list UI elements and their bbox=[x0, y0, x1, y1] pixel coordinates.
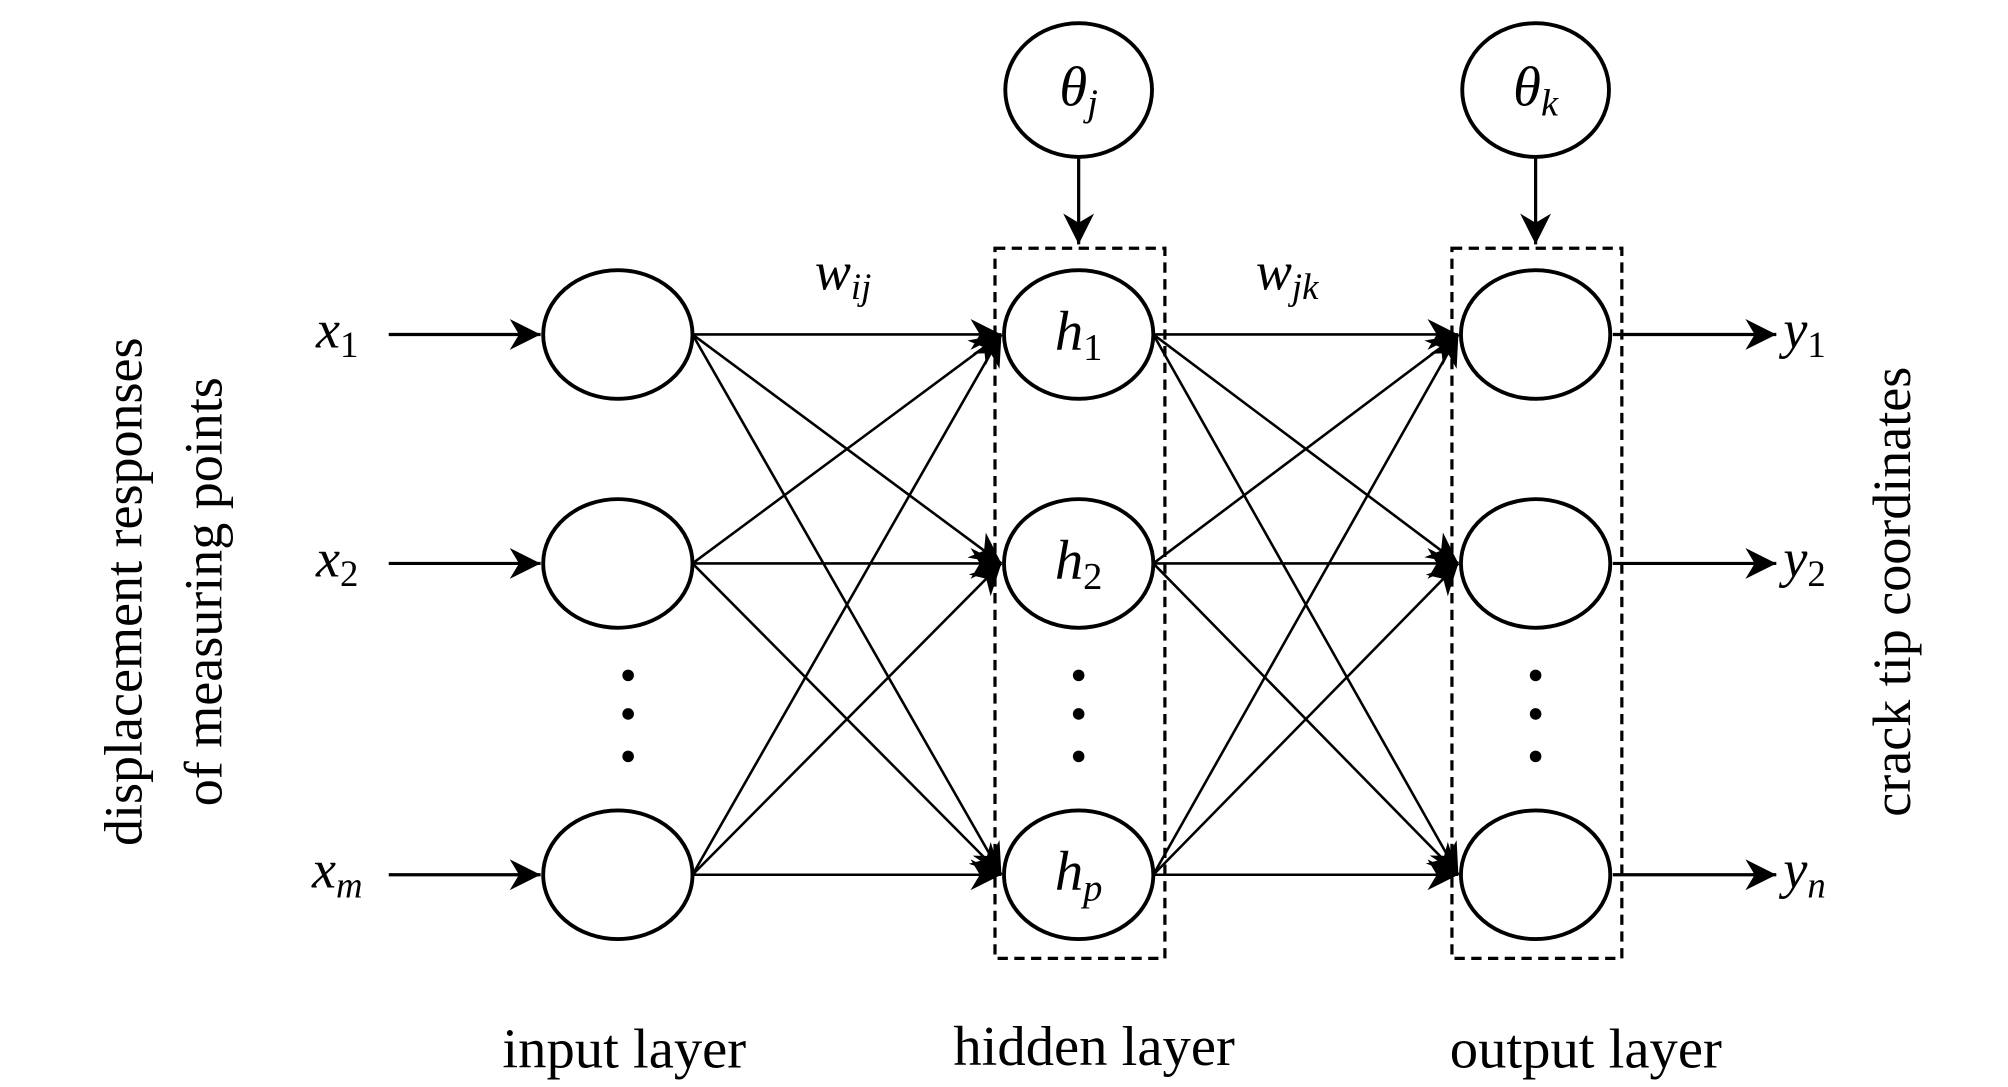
connection-line bbox=[691, 333, 1003, 876]
ellipsis-dot bbox=[1072, 669, 1085, 682]
weight-label-1-subscript: jk bbox=[1288, 266, 1319, 307]
ellipsis-dot bbox=[1072, 708, 1085, 720]
connection-line bbox=[691, 333, 1003, 565]
hidden-label-0-subscript: 1 bbox=[1083, 327, 1102, 369]
hidden-label-1-symbol: h bbox=[1055, 530, 1083, 592]
bias-label-0: θj bbox=[1059, 56, 1098, 124]
weight-label-0-symbol: w bbox=[815, 241, 851, 301]
input-label-2-symbol: x bbox=[311, 840, 336, 900]
hidden-label-1: h2 bbox=[1055, 530, 1103, 598]
hidden-label-2-symbol: h bbox=[1055, 841, 1083, 903]
hidden-label-0-symbol: h bbox=[1055, 301, 1083, 363]
weight-label-1: wjk bbox=[1256, 241, 1319, 307]
bias-node-k bbox=[1460, 21, 1611, 159]
bias-label-1-subscript: k bbox=[1541, 83, 1559, 125]
input-label-1-subscript: 2 bbox=[340, 553, 358, 594]
output-label-1-symbol: y bbox=[1778, 528, 1808, 588]
left-axis-label-line2: of measuring points bbox=[173, 377, 233, 806]
output-label-2-subscript: n bbox=[1807, 864, 1825, 905]
hidden-label-2-subscript: p bbox=[1080, 867, 1102, 909]
input-label-1: x2 bbox=[315, 528, 358, 594]
out-neuron bbox=[1459, 497, 1613, 630]
output-label-0: y1 bbox=[1778, 299, 1825, 365]
layer-label-output: output layer bbox=[1450, 1019, 1722, 1081]
bias-label-1-symbol: θ bbox=[1513, 56, 1541, 118]
weight-label-0: wij bbox=[815, 241, 871, 307]
output-layer-box bbox=[1450, 246, 1624, 960]
hidden-layer-box bbox=[993, 246, 1167, 960]
ellipsis-dot bbox=[1529, 669, 1542, 682]
connections bbox=[388, 319, 1777, 891]
in-neuron bbox=[541, 268, 695, 401]
bias-label-1: θk bbox=[1513, 56, 1559, 124]
output-label-1-subscript: 2 bbox=[1807, 553, 1825, 594]
out-neuron bbox=[1459, 268, 1613, 401]
in-neuron bbox=[541, 497, 695, 630]
output-label-2: yn bbox=[1778, 840, 1825, 906]
hidden-label-2: hp bbox=[1055, 841, 1103, 909]
hidden-label-1-subscript: 2 bbox=[1083, 556, 1102, 598]
input-label-1-symbol: x bbox=[315, 528, 340, 588]
hid-neuron bbox=[1002, 268, 1156, 401]
input-label-2-subscript: m bbox=[336, 864, 363, 905]
hid-neuron bbox=[1002, 497, 1156, 630]
output-label-0-subscript: 1 bbox=[1807, 324, 1825, 365]
ellipsis-dot bbox=[1529, 708, 1542, 720]
out-neuron bbox=[1459, 808, 1613, 941]
weight-label-0-subscript: ij bbox=[851, 266, 871, 307]
output-label-2-symbol: y bbox=[1778, 840, 1808, 900]
ellipsis-dot bbox=[622, 669, 634, 682]
input-label-0-symbol: x bbox=[315, 299, 340, 359]
ellipsis-dot bbox=[1072, 750, 1085, 763]
bias-label-0-symbol: θ bbox=[1059, 56, 1087, 118]
connection-line bbox=[1152, 333, 1460, 876]
left-axis-label-line1: displacement responses bbox=[94, 337, 154, 846]
layer-label-input: input layer bbox=[502, 1019, 746, 1081]
right-axis-label: crack tip coordinates bbox=[1862, 367, 1922, 817]
output-label-0-symbol: y bbox=[1778, 299, 1808, 359]
hidden-label-0: h1 bbox=[1055, 301, 1103, 369]
bias-node-j bbox=[1003, 21, 1154, 159]
input-label-2: xm bbox=[311, 840, 363, 906]
ellipsis-dot bbox=[622, 708, 634, 720]
input-label-0-subscript: 1 bbox=[340, 324, 358, 365]
hid-neuron bbox=[1002, 808, 1156, 941]
connection-line bbox=[1152, 562, 1460, 876]
connection-line bbox=[691, 562, 1003, 876]
ellipsis-dot bbox=[1529, 750, 1542, 763]
input-label-0: x1 bbox=[315, 299, 358, 365]
in-neuron bbox=[541, 808, 695, 941]
weight-label-1-symbol: w bbox=[1256, 241, 1292, 301]
layer-label-hidden: hidden layer bbox=[953, 1016, 1235, 1078]
connection-line bbox=[1152, 333, 1460, 565]
nodes bbox=[541, 21, 1624, 960]
output-label-1: y2 bbox=[1778, 528, 1825, 594]
ellipsis-dot bbox=[622, 750, 634, 763]
